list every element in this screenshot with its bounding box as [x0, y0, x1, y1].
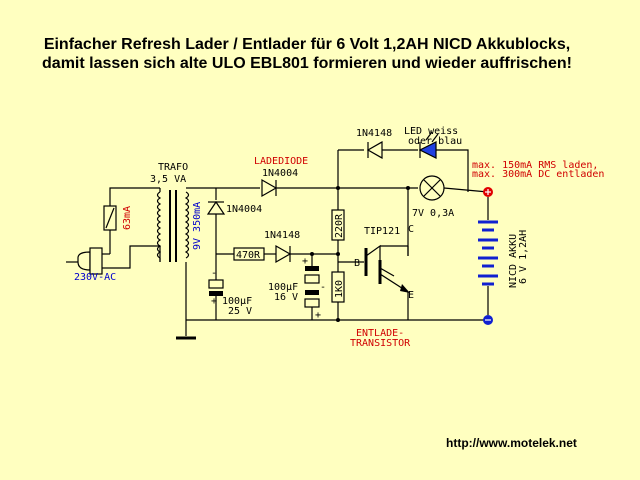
transistor-pin-c: C — [408, 224, 414, 235]
battery-icon — [478, 187, 498, 325]
note-line-2: max. 300mA DC entladen — [472, 169, 604, 180]
entlade-label-2: TRANSISTOR — [350, 338, 411, 349]
fuse-label: 63mA — [122, 206, 133, 230]
c2-voltage: 16 V — [274, 292, 298, 303]
c1-plus: + — [211, 296, 217, 307]
diode-1n4148-top-icon — [366, 140, 383, 160]
capacitor-c2-icon — [304, 254, 320, 320]
title-line-2: damit lassen sich alte ULO EBL801 formie… — [42, 55, 572, 72]
c2-plus-top: + — [302, 256, 308, 267]
rectifier-diode-label: 1N4004 — [226, 204, 262, 215]
trafo-label: TRAFO — [158, 162, 188, 173]
fuse-icon — [103, 205, 117, 231]
transformer-icon — [156, 188, 190, 262]
trafo-secondary-label: 9V 350mA — [192, 202, 203, 250]
led-label-2: oder blau — [408, 136, 462, 147]
battery-label-2: 6 V 1,2AH — [518, 230, 529, 284]
trafo-va-label: 3,5 VA — [150, 174, 186, 185]
c1-voltage: 25 V — [228, 306, 252, 317]
c2-value: 100µF — [268, 282, 298, 293]
resistor-220r-label: 220R — [334, 213, 345, 238]
mains-label: 230V-AC — [74, 272, 116, 283]
charge-diode-label: 1N4004 — [262, 168, 298, 179]
transistor-icon — [338, 244, 410, 293]
rectifier-diode-icon — [206, 188, 226, 254]
capacitor-c1-icon — [208, 254, 224, 320]
c2-minus: - — [320, 282, 326, 293]
transistor-label: TIP121 — [364, 226, 400, 237]
battery-label-1: NICD AKKU — [508, 234, 519, 288]
website-url: http://www.motelek.net — [446, 436, 577, 450]
ladediode-label: LADEDIODE — [254, 156, 308, 167]
diode-1n4148-mid-icon — [275, 244, 292, 264]
resistor-470r-label: 470R — [236, 250, 261, 261]
note-line-1: max. 150mA RMS laden, — [472, 160, 598, 171]
c2-plus-bottom: + — [315, 310, 321, 321]
entlade-label-1: ENTLADE- — [356, 328, 404, 339]
charge-diode-icon — [261, 178, 278, 198]
transistor-pin-e: E — [408, 290, 414, 301]
mains-plug-icon — [66, 247, 110, 275]
transistor-pin-b: B — [354, 258, 360, 269]
diode-1n4148-top-label: 1N4148 — [356, 128, 392, 139]
led-label-1: LED weiss — [404, 126, 458, 137]
lamp-label: 7V 0,3A — [412, 208, 454, 219]
c1-minus: - — [211, 268, 217, 279]
ground-icon — [176, 320, 196, 340]
title-line-1: Einfacher Refresh Lader / Entlader für 6… — [44, 36, 570, 53]
diode-1n4148-mid-label: 1N4148 — [264, 230, 300, 241]
c1-value: 100µF — [222, 296, 252, 307]
lamp-icon — [419, 175, 445, 201]
resistor-1k0-label: 1K0 — [334, 280, 345, 298]
